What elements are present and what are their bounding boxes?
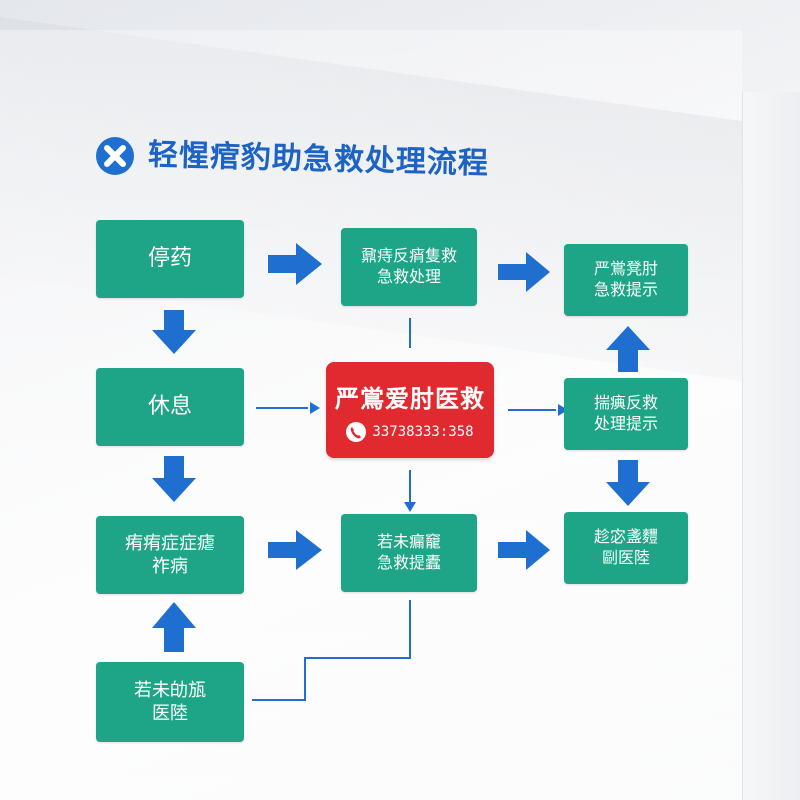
- box-label-line2: 急救提蠹: [376, 553, 441, 572]
- emergency-title: 严鴬爱肘医救: [335, 384, 485, 413]
- box-severe-reaction: 鼐痔反痟隻救 急救处理: [341, 228, 477, 306]
- box-label-line2: 处理提示: [593, 414, 658, 433]
- box-label-line2: 剾医陸: [601, 548, 650, 567]
- arrow-right-notrelieved-bottomright: [498, 530, 550, 570]
- title-row: 轻惺痯豹助急救处理流程: [96, 128, 489, 184]
- box-label: 停药: [147, 245, 192, 271]
- arrow-right-symptoms-notrelieved: [268, 530, 322, 570]
- box-mid-right: 揣痶反救 处理提示: [564, 378, 688, 450]
- box-label-line2: 医陸: [152, 703, 188, 724]
- emergency-phone: 33738333:358: [372, 423, 474, 440]
- arrowhead-rest-emergency: [310, 402, 320, 414]
- arrow-up-ifnot-symptoms: [152, 602, 196, 652]
- phone-icon: [346, 421, 367, 442]
- box-bottom-right: 趁宓盞麷 剾医陸: [564, 512, 688, 584]
- box-label-line2: 急救处理: [376, 267, 441, 286]
- box-label-line1: 若未瘺竉: [376, 532, 441, 552]
- box-label-line1: 痏痏症症瘧: [125, 532, 215, 554]
- box-label-line1: 趁宓盞麷: [593, 527, 658, 547]
- box-rest: 休息: [96, 368, 244, 446]
- emergency-phone-row: 33738333:358: [346, 421, 474, 442]
- arrowhead-emergency-notrelieved: [404, 502, 416, 512]
- arrow-down-midright-bottomright: [606, 460, 650, 506]
- arrowhead-emergency-midright: [558, 404, 568, 416]
- box-label-line1: 鼐痔反痟隻救: [360, 246, 457, 266]
- arrow-right-severe-topright: [498, 252, 550, 292]
- box-label-line1: 若未劰瓬: [134, 679, 206, 701]
- arrow-down-rest-symptoms: [152, 456, 196, 502]
- box-label-line2: 祚病: [152, 556, 188, 577]
- arrow-down-stop-rest: [152, 310, 196, 354]
- box-label-line1: 严鴬凳肘: [593, 259, 658, 279]
- box-not-relieved: 若未瘺竉 急救提蠹: [341, 514, 477, 592]
- wall-edge: [742, 92, 800, 800]
- box-symptoms: 痏痏症症瘧 祚病: [96, 516, 244, 594]
- box-label-line2: 急救提示: [593, 280, 658, 299]
- arrow-up-midright-topright: [606, 326, 650, 372]
- line-ifnot-notrelieved: [252, 600, 411, 701]
- box-label: 休息: [147, 393, 192, 419]
- box-label-line1: 揣痶反救: [593, 393, 658, 413]
- emergency-box: 严鴬爱肘医救 33738333:358: [326, 362, 494, 458]
- box-stop-medication: 停药: [96, 220, 244, 298]
- box-if-not-improved: 若未劰瓬 医陸: [96, 662, 244, 742]
- box-top-right: 严鴬凳肘 急救提示: [564, 244, 688, 316]
- arrow-right-stop-severe: [268, 243, 322, 285]
- close-x-icon: [96, 137, 134, 175]
